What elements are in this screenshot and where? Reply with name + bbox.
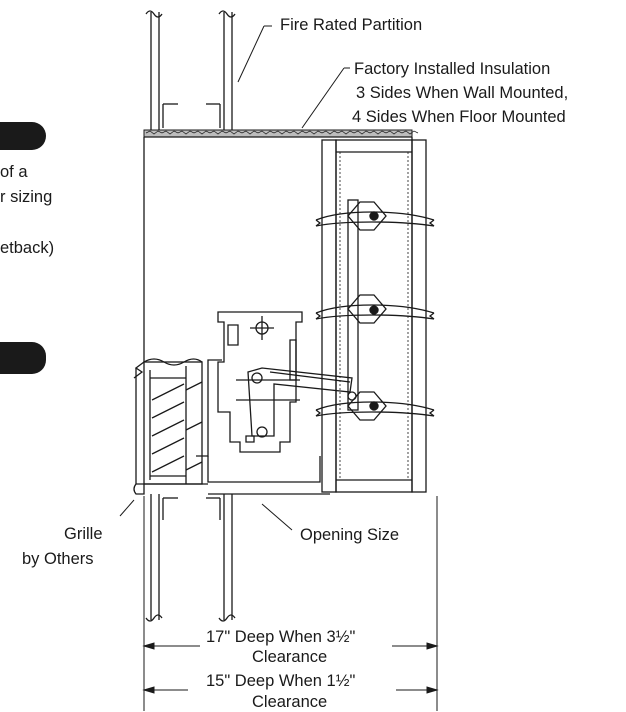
insulation-label-line3: 4 Sides When Floor Mounted xyxy=(352,108,566,126)
dimension-lines xyxy=(142,496,439,711)
dimension-15in-line2: Clearance xyxy=(252,693,328,711)
grille-label-line2: by Others xyxy=(22,550,94,568)
grille-label-line1: Grille xyxy=(64,525,103,543)
lever-arm xyxy=(247,367,353,438)
side-text-line3: etback) xyxy=(0,239,55,257)
blade-middle xyxy=(315,294,435,324)
side-tab-bottom xyxy=(0,342,46,374)
actuator xyxy=(196,311,321,483)
dimension-15in-line1: 15" Deep When 1½" xyxy=(206,672,356,690)
leader-lines xyxy=(119,25,350,531)
dimension-17in-line2: Clearance xyxy=(252,648,328,666)
fire-rated-partition-label: Fire Rated Partition xyxy=(280,16,423,34)
insulation-label-line2: 3 Sides When Wall Mounted, xyxy=(356,84,569,102)
side-text-line2: r sizing xyxy=(0,188,53,206)
grille xyxy=(133,358,203,495)
blade-assemblies xyxy=(315,201,435,421)
dimension-17in-line1: 17" Deep When 3½" xyxy=(206,628,356,646)
side-text-line1: of a xyxy=(0,163,28,181)
lower-partition xyxy=(145,494,236,622)
blade-lower xyxy=(315,391,435,421)
opening-size-label: Opening Size xyxy=(300,526,400,544)
insulation-band xyxy=(143,129,419,138)
blade-upper xyxy=(315,201,435,231)
side-tab-top xyxy=(0,122,46,150)
upper-partition xyxy=(145,10,236,134)
insulation-label-line1: Factory Installed Insulation xyxy=(354,60,551,78)
